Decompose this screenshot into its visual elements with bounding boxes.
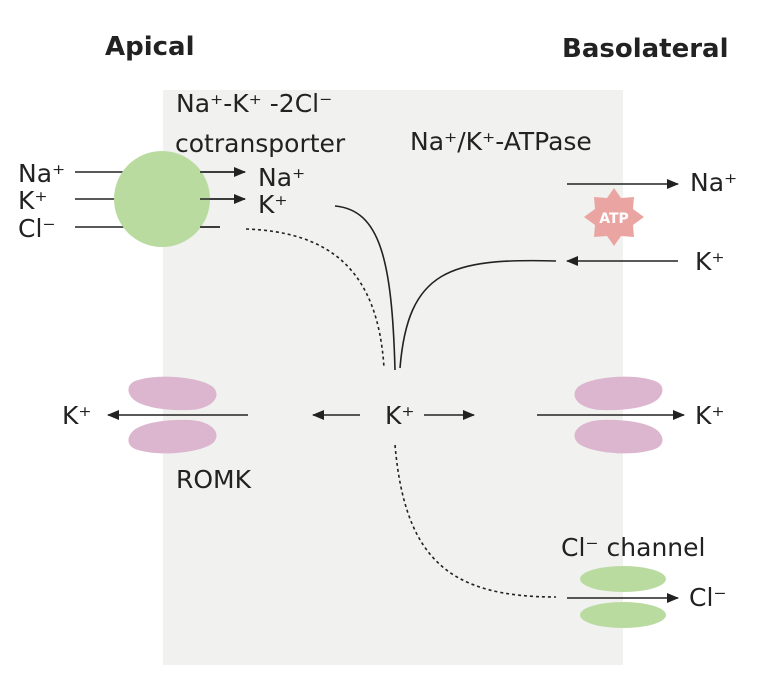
cl-channel-top-lobe [580, 566, 666, 592]
romk-bottom-lobe [128, 419, 217, 454]
cotransporter-k-in: K⁺ [18, 186, 48, 215]
baso-k-top-lobe [574, 376, 663, 411]
apical-header: Apical [105, 32, 195, 62]
k-from-cotransporter-path [334, 205, 396, 371]
cl-channel-out: Cl⁻ [689, 583, 727, 612]
cell-body [163, 90, 623, 665]
cl-channel-label: Cl⁻ channel [561, 533, 705, 562]
cotransporter-na-out: Na⁺ [258, 163, 305, 192]
cotransporter-circle [114, 151, 210, 247]
cotransporter-cl-in: Cl⁻ [18, 214, 56, 243]
atp-burst [584, 188, 644, 246]
basolateral-header: Basolateral [562, 34, 729, 64]
cotransporter-label-line2: cotransporter [175, 129, 346, 158]
pump-label: Na⁺/K⁺-ATPase [410, 127, 592, 156]
pump-na-out: Na⁺ [690, 168, 737, 197]
atp-label: ATP [599, 211, 629, 227]
romk-label: ROMK [176, 465, 252, 494]
baso-k-bottom-lobe [574, 419, 663, 454]
cotransporter-label-line1: Na⁺-K⁺ -2Cl⁻ [176, 89, 332, 118]
center-k: K⁺ [385, 401, 415, 430]
romk-k-out: K⁺ [62, 401, 92, 430]
baso-k-out: K⁺ [695, 401, 725, 430]
romk-top-lobe [128, 376, 217, 411]
cotransporter-na-in: Na⁺ [18, 159, 65, 188]
k-from-pump-path [399, 259, 557, 369]
cl-to-channel-dotted-path [394, 444, 557, 598]
pump-k-in: K⁺ [695, 247, 725, 276]
cotransporter-k-out: K⁺ [258, 190, 288, 219]
cl-dotted-path [245, 228, 385, 369]
cl-channel-bottom-lobe [580, 602, 666, 628]
